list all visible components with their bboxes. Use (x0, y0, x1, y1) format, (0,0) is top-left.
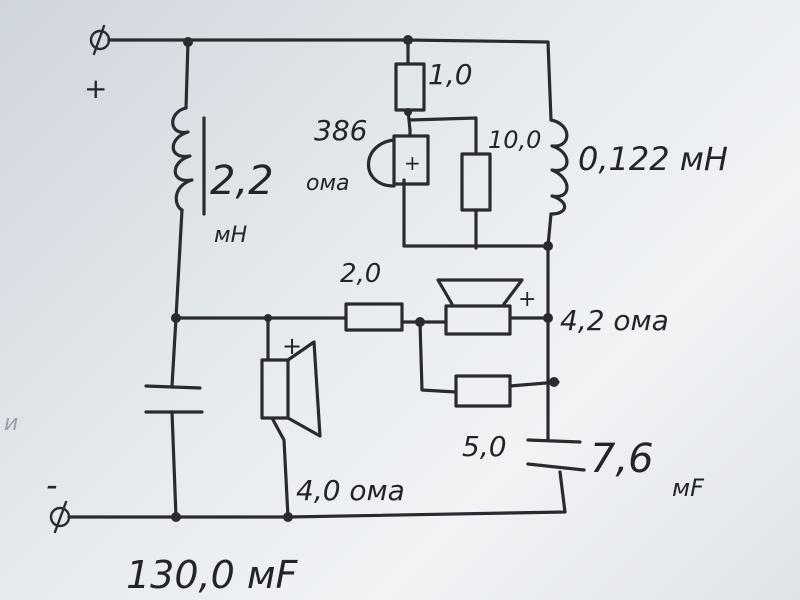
margin-mark: и (4, 411, 18, 436)
resistor-middle (460, 152, 492, 212)
minus-sign-label: - (46, 466, 58, 504)
speaker-left: + (260, 332, 322, 438)
capacitor-right-value: 7,6 (590, 436, 654, 482)
inductor-right (549, 118, 569, 216)
negative-terminal: - (46, 466, 71, 534)
positive-terminal: + (84, 24, 111, 105)
inductor-left-unit: мН (214, 223, 247, 248)
resistor-series-label: 2,0 (340, 259, 381, 289)
capacitor-upper-value: 386 (314, 114, 367, 147)
speaker-left-label: 4,0 ома (296, 474, 405, 507)
resistor-top (394, 62, 426, 112)
plus-sign-label: + (84, 72, 107, 105)
inductor-left (171, 106, 206, 216)
speaker-right-label: 4,2 ома (560, 304, 669, 337)
junctions (171, 35, 559, 522)
resistor-top-label: 1,0 (428, 58, 473, 91)
capacitor-left (144, 384, 204, 414)
capacitor-right-unit: мF (672, 474, 705, 502)
speaker-left-polarity: + (282, 332, 302, 360)
resistor-series (344, 302, 404, 332)
resistor-lower-label: 5,0 (462, 430, 507, 463)
capacitor-left-label: 130,0 мF (126, 553, 299, 597)
capacitor-upper: + (367, 128, 430, 188)
inductor-right-label: 0,122 мН (578, 140, 728, 178)
capacitor-upper-polarity: + (404, 151, 421, 175)
resistor-middle-label: 10,0 (488, 126, 541, 154)
capacitor-right (526, 438, 586, 472)
resistor-lower (454, 374, 512, 408)
inductor-left-value: 2,2 (210, 158, 274, 204)
speaker-right: + (436, 278, 536, 336)
speaker-right-polarity: + (518, 287, 536, 312)
capacitor-upper-unit: ома (306, 171, 350, 196)
